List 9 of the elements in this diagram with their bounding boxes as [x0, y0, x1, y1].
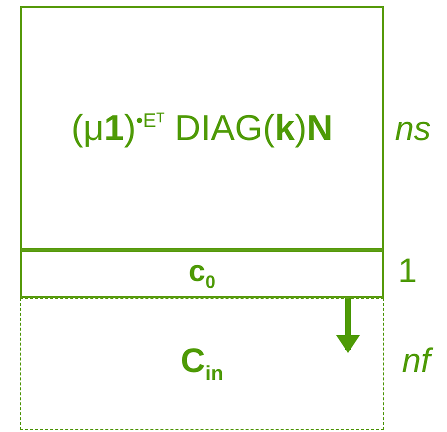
arrow [336, 298, 360, 353]
matrix-expression: (μ1)$^{•Eᵀ}$ DIAG(k)N [71, 107, 333, 149]
matrix-expression: c$_{0}$ [188, 255, 216, 293]
matrix-expression: C$_{in}$ [180, 342, 224, 386]
matrix-block [20, 250, 384, 298]
dashed-matrix-block [20, 298, 384, 430]
dimension-label: 1 [398, 252, 417, 291]
dimension-label: ns [395, 110, 431, 149]
matrix-block [20, 6, 384, 250]
